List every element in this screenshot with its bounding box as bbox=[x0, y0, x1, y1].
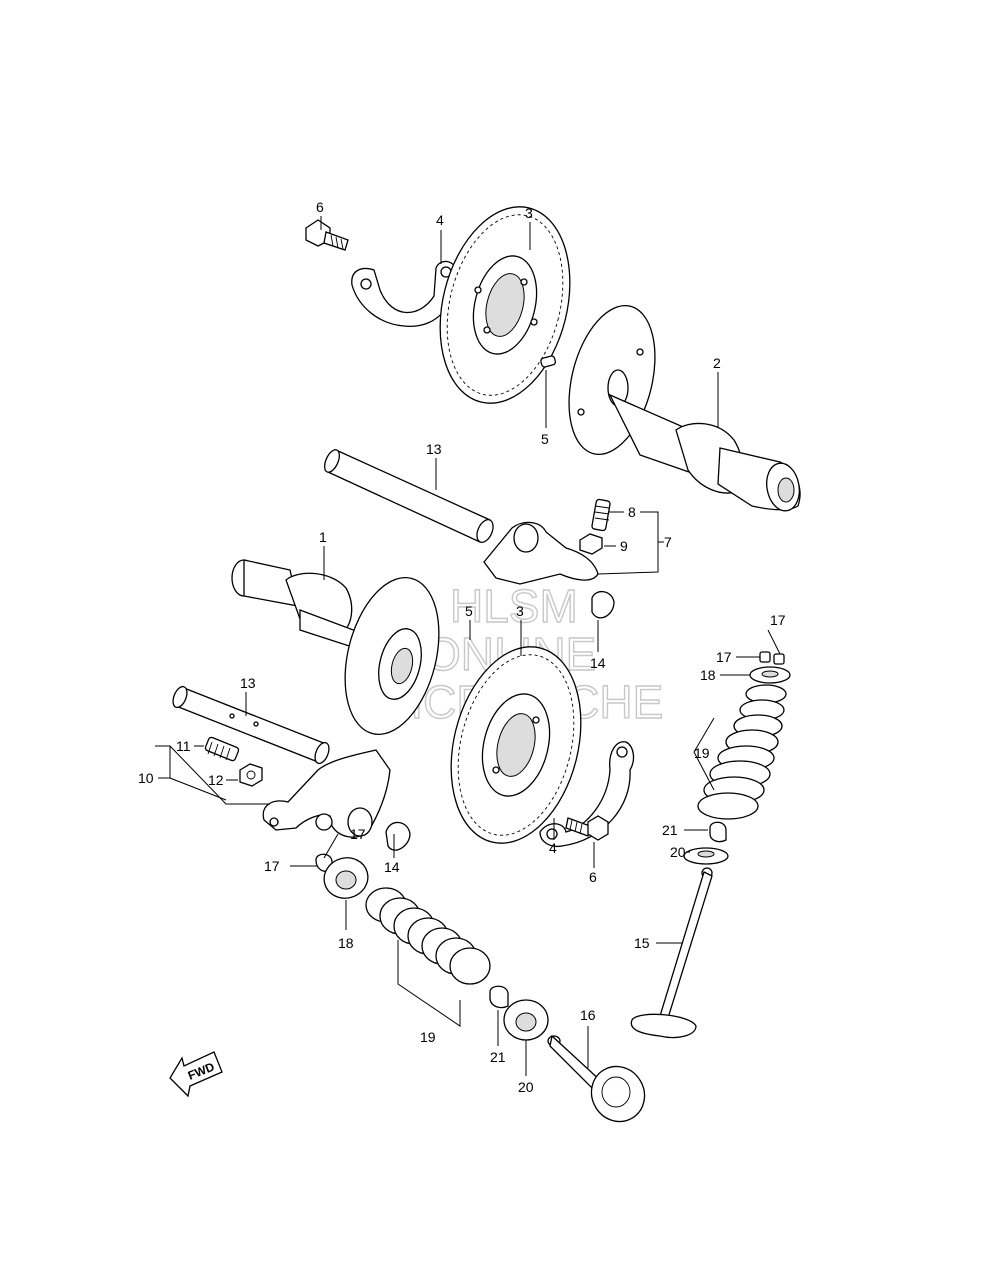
callout-3-upper: 3 bbox=[525, 205, 533, 221]
shim-lower bbox=[385, 821, 411, 851]
stem-seal-upper bbox=[709, 821, 727, 843]
valve-exhaust bbox=[547, 1034, 646, 1123]
callout-10: 10 bbox=[138, 770, 154, 786]
camshaft-intake bbox=[231, 559, 440, 736]
callout-4-upper: 4 bbox=[436, 212, 444, 228]
callout-17-left-a: 17 bbox=[350, 826, 366, 842]
callout-13-upper: 13 bbox=[426, 441, 442, 457]
rocker-arm-lower bbox=[262, 749, 391, 838]
stem-seal-lower bbox=[489, 985, 509, 1009]
spring-seat-upper bbox=[683, 847, 729, 865]
retainer-plate-upper bbox=[351, 260, 457, 327]
callout-6-lower: 6 bbox=[589, 869, 597, 885]
callout-7: 7 bbox=[664, 534, 672, 550]
callout-18-right: 18 bbox=[700, 667, 716, 683]
callout-4-lower: 4 bbox=[549, 840, 557, 856]
adjuster-nut-lower bbox=[239, 763, 263, 787]
spring-seat-lower bbox=[503, 999, 549, 1041]
callout-12: 12 bbox=[208, 772, 224, 788]
callout-19-left: 19 bbox=[420, 1029, 436, 1045]
callout-3-lower: 3 bbox=[516, 603, 524, 619]
watermark-line-1: HLSM bbox=[450, 580, 578, 632]
valve-spring-upper bbox=[697, 684, 787, 820]
callout-14-lower: 14 bbox=[384, 859, 400, 875]
callout-14-upper: 14 bbox=[590, 655, 606, 671]
rocker-shaft-lower bbox=[172, 685, 330, 765]
callout-5-lower: 5 bbox=[465, 603, 473, 619]
adjuster-nut-upper bbox=[579, 533, 603, 555]
bolt-lower bbox=[565, 815, 609, 841]
callout-17-right: 17 bbox=[716, 649, 732, 665]
callout-20-left: 20 bbox=[518, 1079, 534, 1095]
callout-5-upper: 5 bbox=[541, 431, 549, 447]
callout-11: 11 bbox=[176, 738, 191, 754]
callout-17-top: 17 bbox=[770, 612, 786, 628]
callout-21-right: 21 bbox=[662, 822, 678, 838]
adjuster-screw-lower bbox=[204, 736, 240, 762]
dowel-pin-upper bbox=[540, 355, 557, 368]
cotter-upper bbox=[759, 651, 785, 665]
shim-upper bbox=[591, 591, 615, 619]
callout-9: 9 bbox=[620, 538, 628, 554]
camshaft-exhaust bbox=[568, 304, 801, 512]
callout-13-lower: 13 bbox=[240, 675, 256, 691]
spring-retainer-upper bbox=[749, 666, 791, 684]
cam-gear-upper bbox=[439, 206, 571, 404]
leader-lines bbox=[155, 216, 781, 1076]
callout-21-left: 21 bbox=[490, 1049, 506, 1065]
callout-16: 16 bbox=[580, 1007, 596, 1023]
callout-8: 8 bbox=[628, 504, 636, 520]
callout-1: 1 bbox=[319, 529, 327, 545]
callout-17-left-b: 17 bbox=[264, 858, 280, 874]
callout-19-right: 19 bbox=[694, 745, 710, 761]
valve-spring-lower bbox=[365, 887, 491, 985]
adjuster-screw-upper bbox=[591, 498, 611, 532]
callout-numbers: 6 4 3 2 5 13 8 9 7 1 5 3 14 17 17 18 13 … bbox=[138, 199, 786, 1095]
callout-18-left: 18 bbox=[338, 935, 354, 951]
callout-20-right: 20 bbox=[670, 844, 686, 860]
spring-retainer-lower bbox=[323, 857, 369, 899]
callout-6-upper: 6 bbox=[316, 199, 324, 215]
fwd-arrow: FWD bbox=[169, 1051, 223, 1098]
cam-gear-lower bbox=[450, 646, 582, 844]
callout-15: 15 bbox=[634, 935, 650, 951]
callout-2: 2 bbox=[713, 355, 721, 371]
bolt-upper bbox=[305, 219, 349, 251]
valve-intake bbox=[630, 867, 713, 1039]
rocker-shaft-upper bbox=[324, 449, 494, 543]
rocker-arm-upper bbox=[483, 521, 599, 585]
